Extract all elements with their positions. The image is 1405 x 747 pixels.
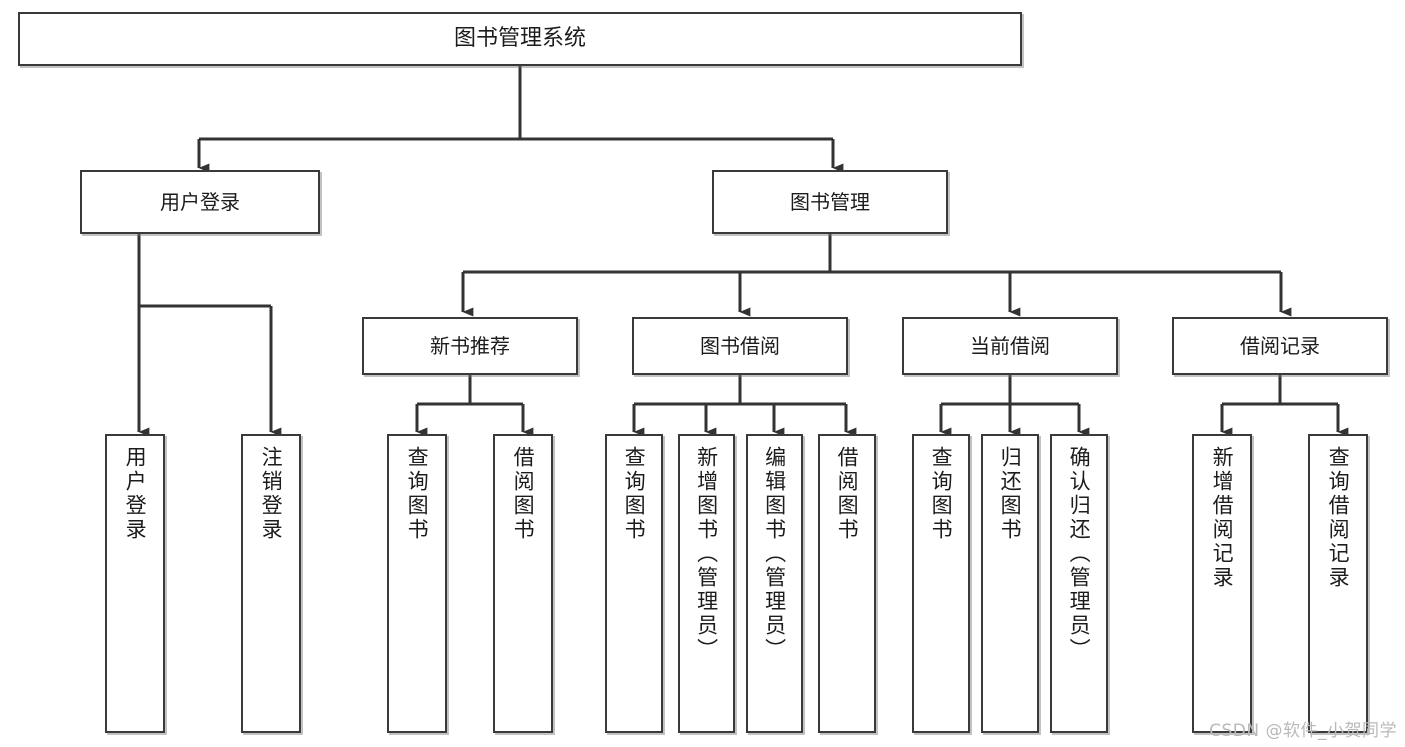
node-book-borrow[interactable]: 图书借阅 [632, 317, 848, 375]
node-label: 新增借阅记录 [1210, 446, 1235, 590]
node-label: 新增图书（管理员） [694, 446, 719, 662]
node-label: 编辑图书（管理员） [762, 446, 787, 662]
node-label: 借阅图书 [835, 446, 860, 542]
node-label: 归还图书 [998, 446, 1023, 542]
node-label: 查询图书 [929, 446, 954, 542]
node-label: 查询借阅记录 [1326, 446, 1351, 590]
node-label: 新书推荐 [430, 333, 510, 358]
node-label: 借阅记录 [1240, 333, 1320, 358]
node-new-book-recommend[interactable]: 新书推荐 [362, 317, 578, 375]
node-root-system[interactable]: 图书管理系统 [18, 12, 1022, 66]
leaf-query-book-borrow[interactable]: 查询图书 [605, 434, 663, 733]
node-label: 图书管理系统 [453, 26, 586, 52]
node-book-management[interactable]: 图书管理 [712, 170, 948, 234]
leaf-confirm-return-admin[interactable]: 确认归还（管理员） [1050, 434, 1108, 733]
leaf-add-borrow-record[interactable]: 新增借阅记录 [1192, 434, 1252, 733]
node-label: 当前借阅 [970, 333, 1050, 358]
node-borrow-record[interactable]: 借阅记录 [1172, 317, 1388, 375]
node-label: 查询图书 [622, 446, 647, 542]
leaf-user-login[interactable]: 用户登录 [105, 434, 165, 733]
watermark-text: CSDN @软件_小贺同学 [1209, 721, 1397, 741]
leaf-add-book-admin[interactable]: 新增图书（管理员） [678, 434, 735, 733]
leaf-logout-login[interactable]: 注销登录 [241, 434, 301, 733]
node-label: 注销登录 [259, 446, 284, 542]
node-label: 图书管理 [790, 189, 870, 214]
leaf-query-borrow-record[interactable]: 查询借阅记录 [1308, 434, 1368, 733]
node-label: 确认归还（管理员） [1067, 446, 1092, 662]
node-label: 查询图书 [405, 446, 430, 542]
leaf-query-book-recommend[interactable]: 查询图书 [387, 434, 447, 733]
leaf-borrow-book-recommend[interactable]: 借阅图书 [493, 434, 553, 733]
leaf-borrow-book-borrow[interactable]: 借阅图书 [818, 434, 876, 733]
node-label: 借阅图书 [511, 446, 536, 542]
leaf-edit-book-admin[interactable]: 编辑图书（管理员） [746, 434, 803, 733]
node-user-login[interactable]: 用户登录 [80, 170, 320, 234]
node-label: 用户登录 [160, 189, 240, 214]
node-label: 用户登录 [123, 446, 148, 542]
node-label: 图书借阅 [700, 333, 780, 358]
leaf-query-book-current[interactable]: 查询图书 [912, 434, 970, 733]
node-current-borrow[interactable]: 当前借阅 [902, 317, 1118, 375]
leaf-return-book[interactable]: 归还图书 [981, 434, 1039, 733]
